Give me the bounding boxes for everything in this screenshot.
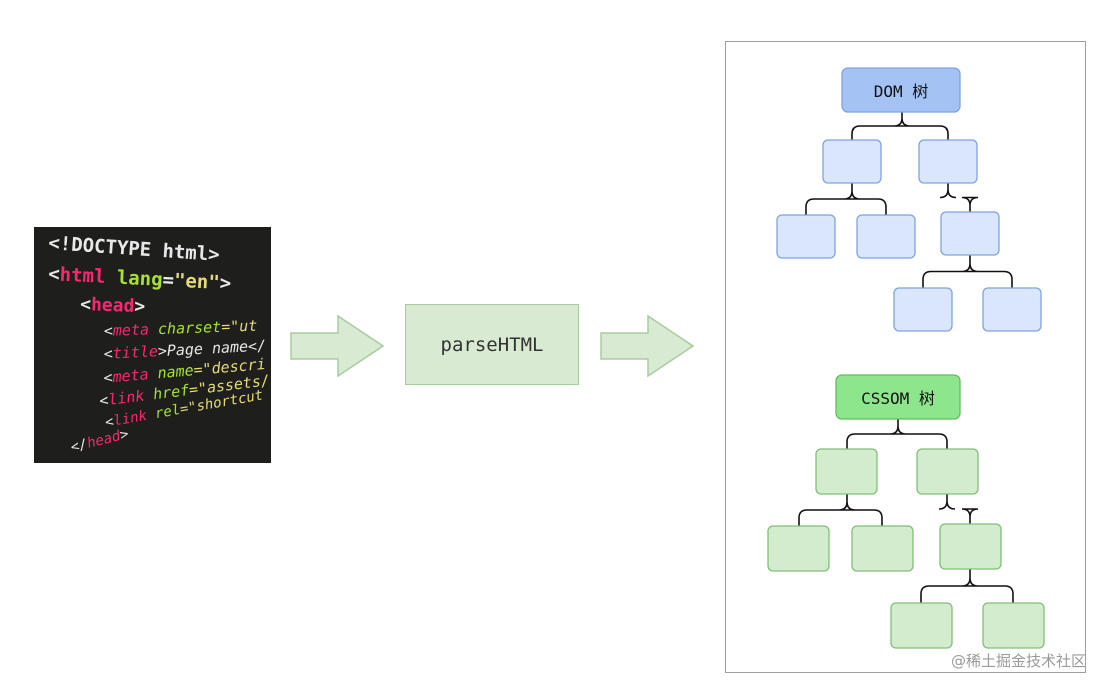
- dom-connector: [851, 112, 949, 140]
- code-line: <meta charset="ut: [104, 317, 258, 340]
- right-arrow-icon: [600, 314, 695, 378]
- cssom-node: [851, 525, 914, 572]
- cssom-root-node: [835, 374, 961, 420]
- dom-node: [856, 214, 916, 259]
- dom-connector: [922, 255, 1013, 288]
- dom-connector: [939, 183, 979, 212]
- dom-node: [776, 214, 836, 259]
- cssom-node: [982, 602, 1045, 649]
- cssom-node: [939, 523, 1002, 570]
- dom-root-node: [841, 67, 961, 113]
- code-line: </head>: [69, 426, 130, 456]
- cssom-node: [916, 448, 979, 495]
- right-arrow-icon: [290, 314, 385, 378]
- cssom-node: [815, 448, 878, 495]
- watermark: @稀土掘金技术社区: [950, 652, 1086, 670]
- cssom-connector: [920, 569, 1014, 603]
- dom-node: [982, 287, 1042, 332]
- code-line: <head>: [80, 294, 146, 317]
- dom-node: [893, 287, 953, 332]
- cssom-node: [890, 602, 953, 649]
- dom-connector: [805, 183, 887, 215]
- code-line: <!DOCTYPE html>: [48, 232, 221, 266]
- cssom-node: [767, 525, 830, 572]
- trees-canvas: [767, 67, 1045, 649]
- dom-node: [822, 139, 882, 184]
- cssom-connector: [846, 419, 948, 449]
- code-snippet-canvas: <!DOCTYPE html><html lang="en"><head><me…: [48, 232, 271, 456]
- html-source-snippet: <!DOCTYPE html><html lang="en"><head><me…: [34, 227, 271, 463]
- cssom-connector: [938, 494, 979, 524]
- code-line: <title>Page name</: [103, 337, 266, 363]
- parse-html-label: parseHTML: [440, 333, 544, 356]
- cssom-connector: [798, 494, 883, 526]
- dom-node: [940, 211, 1000, 256]
- dom-node: [918, 139, 978, 184]
- code-line: <html lang="en">: [48, 263, 232, 295]
- parse-html-step: parseHTML: [405, 304, 579, 385]
